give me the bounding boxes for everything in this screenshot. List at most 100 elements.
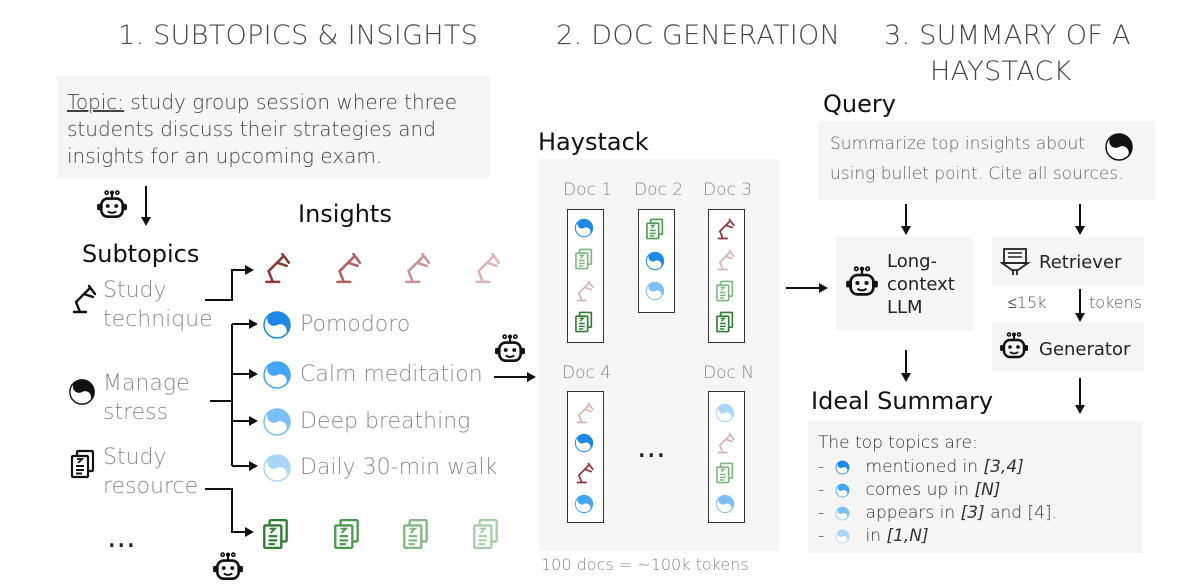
query-line2: using bullet point. Cite all sources.: [830, 164, 1124, 184]
topic-text: Topic: study group session where three s…: [67, 89, 487, 170]
topic-line-1: study group session where three: [124, 90, 458, 114]
haystack-ellipsis: ...: [637, 430, 666, 465]
query-title: Query: [823, 90, 896, 118]
document-icon: [70, 449, 95, 479]
yin-yang-icon: [715, 494, 735, 514]
lamp-icon: [576, 280, 594, 302]
document-icon: [473, 518, 498, 550]
query-line1: Summarize top insights about: [830, 134, 1085, 154]
summary-bullet-1: - mentioned in [3,4]: [818, 456, 1024, 479]
insights-title: Insights: [298, 200, 392, 228]
robot-icon: [96, 190, 128, 218]
bullet-dash: -: [818, 526, 825, 546]
insight-daily-walk: Daily 30-min walk: [300, 455, 498, 480]
yin-yang-icon: [262, 453, 291, 483]
lamp-icon: [576, 402, 594, 424]
yin-yang-icon: [262, 310, 291, 340]
robot-icon: [999, 332, 1029, 359]
robot-icon: [494, 334, 526, 362]
document-icon: [716, 462, 734, 484]
topic-line-2: students discuss their strategies and: [67, 117, 436, 141]
doc-label-2: Doc 2: [634, 180, 684, 200]
yin-yang-icon: [835, 483, 850, 498]
bullet-cite: [3]: [960, 503, 985, 523]
document-icon: [575, 248, 593, 270]
bullet-cite: [3,4]: [983, 457, 1024, 477]
lamp-icon: [475, 252, 501, 284]
step3-header-line2: HAYSTACK: [930, 56, 1072, 87]
step1-header: 1. SUBTOPICS & INSIGHTS: [118, 20, 479, 51]
yin-yang-icon: [1104, 132, 1133, 162]
topic-line-3: insights for an upcoming exam.: [67, 144, 383, 168]
subtopic-study-technique: Study technique: [103, 276, 213, 334]
topic-box: [57, 76, 490, 178]
summary-box: [808, 421, 1143, 553]
llm-line1: Long-: [887, 251, 938, 272]
yin-yang-icon: [574, 433, 594, 453]
doc-label-3: Doc 3: [703, 180, 753, 200]
llm-line3: LLM: [887, 297, 923, 318]
doc-4: [567, 391, 604, 523]
subtopics-title: Subtopics: [82, 240, 200, 268]
subtopic-label-line1: Study: [103, 445, 167, 470]
insight-calm-meditation: Calm meditation: [300, 362, 483, 387]
retriever-label: Retriever: [1039, 252, 1122, 273]
haystack-footer: 100 docs = ~100k tokens: [541, 555, 749, 574]
yin-yang-icon: [835, 529, 850, 544]
bullet-dash: -: [818, 480, 825, 500]
yin-yang-icon: [645, 281, 665, 301]
insight-pomodoro: Pomodoro: [300, 312, 411, 337]
retriever-box: [992, 237, 1144, 285]
lamp-icon: [72, 284, 97, 314]
subtopics-more: ...: [107, 520, 136, 555]
step2-header: 2. DOC GENERATION: [556, 20, 841, 51]
lamp-icon: [265, 252, 291, 284]
subtopic-manage-stress: Manage stress: [103, 369, 190, 427]
doc-label-n: Doc N: [703, 363, 754, 383]
doc-label-1: Doc 1: [563, 180, 613, 200]
step3-header-line1: 3. SUMMARY OF A: [884, 20, 1131, 51]
robot-icon: [212, 552, 244, 580]
yin-yang-icon: [715, 403, 735, 423]
generator-label: Generator: [1039, 339, 1131, 360]
bullet-text: comes up in: [860, 480, 975, 500]
yin-yang-icon: [645, 251, 665, 271]
yin-yang-icon: [68, 378, 95, 406]
long-context-label: Long- context LLM: [887, 250, 955, 319]
summary-bullet-2: - comes up in [N]: [818, 479, 1000, 502]
robot-icon: [845, 266, 879, 296]
bullet-cite: [1,N]: [886, 526, 929, 546]
insight-deep-breathing: Deep breathing: [300, 409, 471, 434]
subtopic-label-line2: technique: [103, 307, 213, 332]
filter-icon: [1001, 248, 1029, 276]
lamp-icon: [717, 432, 735, 454]
yin-yang-icon: [262, 407, 291, 437]
subtopic-label-line1: Manage: [103, 371, 190, 396]
lamp-icon: [717, 218, 735, 240]
document-icon: [646, 218, 664, 240]
subtopic-label-line2: resource: [103, 474, 199, 499]
document-icon: [716, 311, 734, 333]
lamp-icon: [717, 249, 735, 271]
subtopic-study-resource: Study resource: [103, 443, 198, 501]
yin-yang-icon: [574, 494, 594, 514]
yin-yang-icon: [835, 460, 850, 475]
doc-label-4: Doc 4: [562, 363, 612, 383]
document-icon: [403, 518, 428, 550]
retriever-token-limit: ≤15k: [1008, 293, 1047, 312]
haystack-title: Haystack: [538, 128, 649, 156]
summary-title: Ideal Summary: [811, 387, 994, 415]
bullet-text: in: [860, 526, 887, 546]
summary-bullet-3: - appears in [3] and [4].: [818, 502, 1057, 525]
query-box: [818, 121, 1155, 200]
bullet-text: mentioned in: [860, 457, 984, 477]
subtopic-label-line1: Study: [103, 278, 167, 303]
lamp-icon: [405, 252, 431, 284]
summary-bullet-4: - in [1,N]: [818, 525, 929, 548]
bullet-dash: -: [818, 457, 825, 477]
retriever-tokens-word: tokens: [1089, 293, 1143, 312]
yin-yang-icon: [262, 360, 291, 390]
document-icon: [575, 311, 593, 333]
document-icon: [263, 518, 288, 550]
